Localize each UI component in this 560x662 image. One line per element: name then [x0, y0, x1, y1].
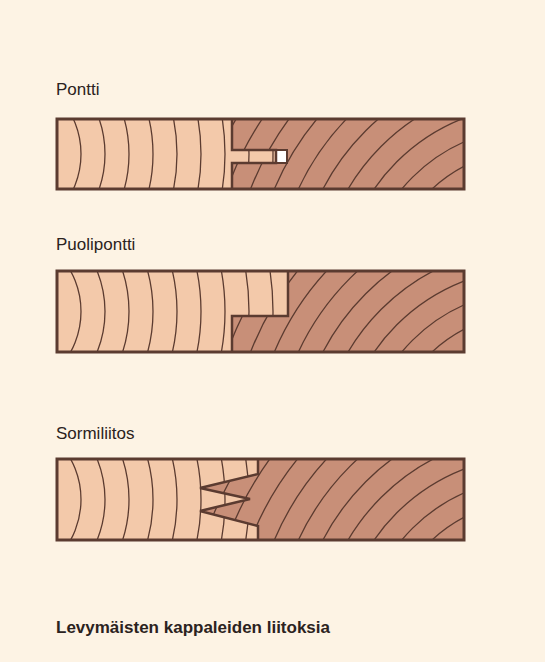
half-lap-joint	[0, 12, 560, 662]
board-outline	[57, 459, 464, 540]
board-outline	[57, 119, 464, 189]
light-grain	[0, 200, 297, 662]
joint-line	[200, 459, 258, 540]
light-wood-piece	[57, 459, 258, 540]
groove-gap	[276, 150, 287, 163]
background-panel	[0, 0, 545, 662]
joint-label: Puolipontti	[56, 234, 135, 256]
dark-wood-piece	[57, 119, 464, 189]
finger-joint	[0, 200, 560, 662]
light-wood-piece	[57, 271, 288, 352]
joint-line	[232, 119, 276, 189]
board-outline	[57, 271, 464, 352]
joint-line	[232, 271, 288, 352]
light-wood-piece	[57, 119, 276, 189]
light-grain	[0, 0, 297, 454]
dark-wood-piece	[57, 271, 464, 352]
dark-wood-piece	[57, 459, 464, 540]
joint-label: Pontti	[56, 79, 99, 101]
joint-label: Sormiliitos	[56, 423, 134, 445]
figure-caption: Levymäisten kappaleiden liitoksia	[56, 617, 330, 639]
